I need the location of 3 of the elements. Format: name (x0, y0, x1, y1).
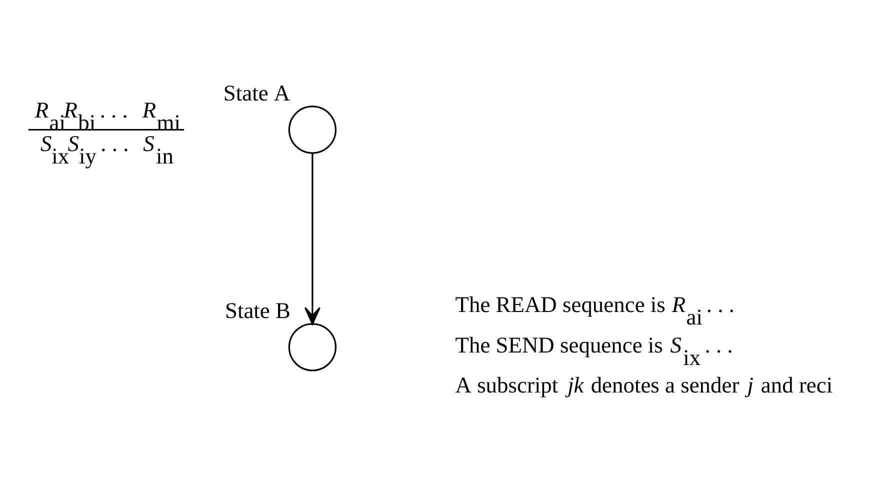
label: A subscript jk denotes a sender j and reci (455, 372, 833, 398)
node-label: State A (223, 80, 290, 106)
node-label: State B (224, 298, 290, 323)
